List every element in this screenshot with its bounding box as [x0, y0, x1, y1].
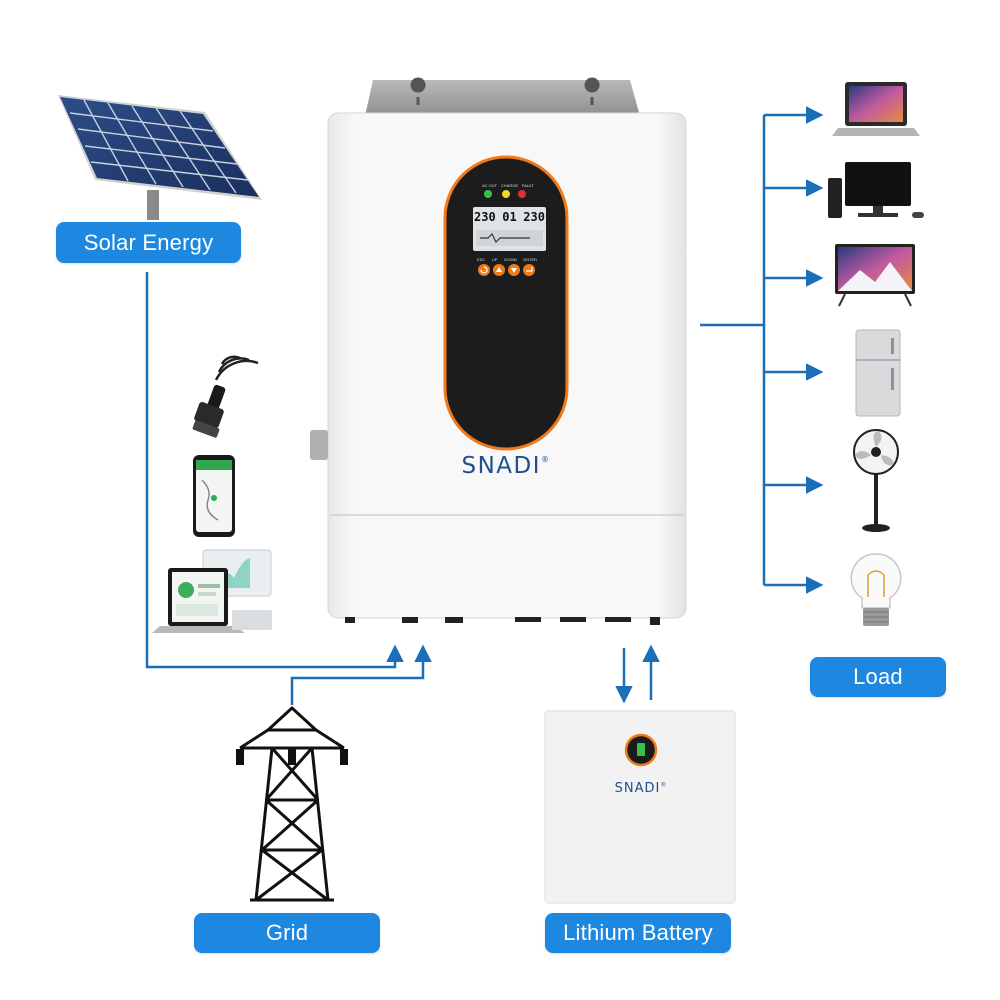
- lcd-readout: 230 01 230: [474, 210, 545, 224]
- battery-brand-logo: SNADI®: [600, 781, 682, 796]
- tv-icon: [835, 244, 915, 307]
- grid-text: Grid: [265, 920, 309, 945]
- solar-energy-label: Solar Energy: [56, 222, 241, 263]
- solar-panel-icon: [58, 95, 262, 220]
- lcd-mid-value: 01: [502, 210, 517, 224]
- laptop-monitor-icon: [152, 549, 272, 633]
- solar-energy-text: Solar Energy: [83, 229, 214, 255]
- lithium-battery-text: Lithium Battery: [563, 920, 713, 945]
- smartphone-icon: [193, 455, 235, 537]
- control-panel: [443, 155, 569, 451]
- fault-led: [518, 190, 526, 198]
- enter-label: ENTER: [523, 257, 537, 262]
- led-label-fault: FAULT: [521, 183, 534, 188]
- inverter-brand: SNADI: [461, 453, 542, 479]
- refrigerator-icon: [855, 329, 901, 417]
- enter-button[interactable]: [523, 264, 535, 276]
- led-label-ac-out: AC OUT: [482, 183, 498, 188]
- inverter-brand-logo: SNADI®: [456, 453, 556, 479]
- inverter-button-labels: ESC UP DOWN ENTER: [477, 257, 537, 262]
- inverter-unit: [310, 77, 687, 625]
- battery-brand: SNADI: [614, 781, 661, 796]
- power-tower-icon: [236, 705, 348, 902]
- connection-lines: [145, 106, 824, 705]
- up-label: UP: [491, 257, 498, 262]
- solar-line: [145, 272, 404, 669]
- down-label: DOWN: [504, 257, 517, 262]
- esc-label: ESC: [477, 257, 486, 262]
- lcd-right-value: 230: [523, 210, 545, 224]
- wifi-dongle-icon: [192, 355, 259, 438]
- light-bulb-icon: [850, 553, 902, 626]
- desktop-pc-icon: [828, 162, 924, 218]
- battery-unit: [544, 710, 736, 904]
- load-label: Load: [810, 657, 946, 697]
- charge-led: [502, 190, 510, 198]
- ac-out-led: [484, 190, 492, 198]
- lithium-battery-label: Lithium Battery: [545, 913, 731, 953]
- grid-label: Grid: [194, 913, 380, 953]
- led-label-charge: CHARGE: [500, 183, 519, 188]
- inverter-brand-reg: ®: [541, 455, 551, 464]
- laptop-icon: [832, 82, 920, 136]
- battery-brand-reg: ®: [660, 781, 668, 789]
- control-buttons: [478, 264, 535, 276]
- inverter-led-labels: AC OUT CHARGE FAULT: [482, 183, 534, 188]
- lcd-left-value: 230: [474, 210, 496, 224]
- fan-icon: [853, 429, 899, 532]
- grid-line: [290, 644, 432, 705]
- mounting-bracket: [365, 80, 640, 116]
- esc-button[interactable]: [478, 264, 490, 276]
- load-text: Load: [853, 664, 903, 689]
